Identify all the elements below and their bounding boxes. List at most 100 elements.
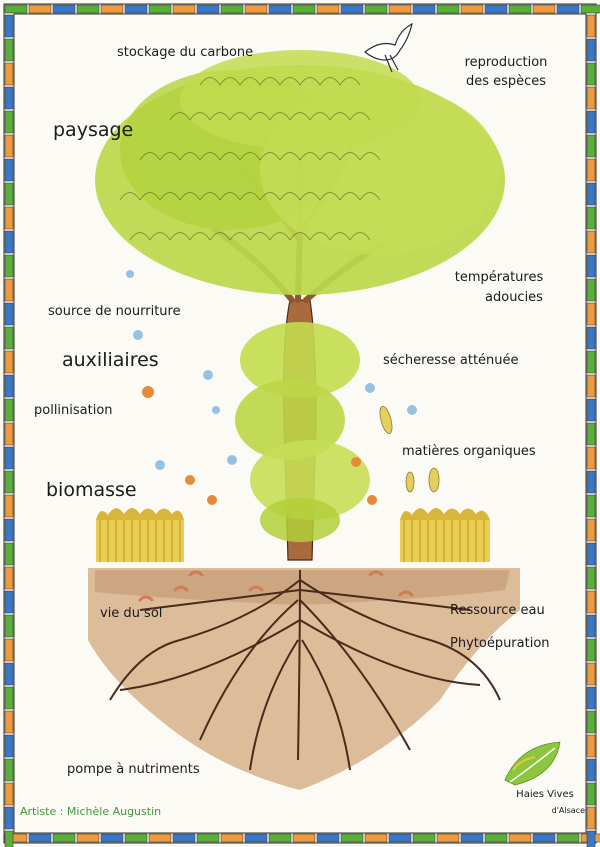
border-segment <box>340 833 364 843</box>
border-segment <box>364 4 388 14</box>
border-segment <box>4 422 14 446</box>
border-segment <box>586 686 596 710</box>
border-segment <box>172 4 196 14</box>
border-segment <box>586 566 596 590</box>
border-segment <box>586 614 596 638</box>
border-segment <box>4 62 14 86</box>
border-segment <box>4 398 14 422</box>
border-segment <box>586 446 596 470</box>
border-segment <box>586 734 596 758</box>
border-segment <box>28 833 52 843</box>
border-segment <box>4 734 14 758</box>
border-segment <box>586 638 596 662</box>
border-segment <box>4 590 14 614</box>
border-segment <box>4 158 14 182</box>
border-segment <box>4 830 14 847</box>
border-segment <box>586 110 596 134</box>
border-segment <box>196 4 220 14</box>
border-segment <box>586 278 596 302</box>
border-segment <box>4 110 14 134</box>
border-segment <box>148 833 172 843</box>
logo-name: Haies Vives <box>516 789 574 800</box>
border-segment <box>4 758 14 782</box>
border-segment <box>76 833 100 843</box>
border-segment <box>4 86 14 110</box>
logo-subtitle: d'Alsace <box>551 806 585 815</box>
border-segment <box>4 518 14 542</box>
border-segment <box>364 833 388 843</box>
label-source-nourriture: source de nourriture <box>48 304 181 319</box>
border-segment <box>4 302 14 326</box>
border-segment <box>586 86 596 110</box>
border-segment <box>436 833 460 843</box>
border-segment <box>4 182 14 206</box>
border-segment <box>4 614 14 638</box>
hedge-shrub <box>235 322 370 542</box>
border-segment <box>4 254 14 278</box>
border-segment <box>4 350 14 374</box>
border-segment <box>556 833 580 843</box>
label-temperatures: températures adoucies <box>446 270 552 305</box>
border-segment <box>586 518 596 542</box>
border-segment <box>586 350 596 374</box>
label-temperatures-line1: températures <box>454 270 544 285</box>
border-segment <box>460 4 484 14</box>
label-stockage-carbone: stockage du carbone <box>117 45 254 60</box>
falling-leaves <box>379 406 440 493</box>
border-segment <box>4 38 14 62</box>
border-segment <box>124 833 148 843</box>
border-segment <box>586 830 596 847</box>
border-segment <box>586 158 596 182</box>
bird-illustration <box>364 22 413 73</box>
label-temperatures-line2: adoucies <box>485 290 543 305</box>
border-segment <box>4 470 14 494</box>
border-segment <box>586 206 596 230</box>
border-segment <box>586 542 596 566</box>
artist-credit: Artiste : Michèle Augustin <box>20 805 162 818</box>
border-segment <box>4 374 14 398</box>
border-segment <box>4 566 14 590</box>
border-segment <box>586 470 596 494</box>
border-segment <box>4 638 14 662</box>
border-segment <box>586 374 596 398</box>
border-segment <box>4 806 14 830</box>
border-segment <box>586 590 596 614</box>
border-segment <box>532 4 556 14</box>
border-segment <box>52 833 76 843</box>
label-reproduction: reproduction des espèces <box>458 55 554 89</box>
border-segment <box>172 833 196 843</box>
border-segment <box>484 833 508 843</box>
border-segment <box>412 833 436 843</box>
border-segment <box>124 4 148 14</box>
border-segment <box>4 542 14 566</box>
border-segment <box>586 302 596 326</box>
border-segment <box>412 4 436 14</box>
earthworms <box>138 570 414 602</box>
border-segment <box>196 833 220 843</box>
label-reproduction-line2: des espèces <box>465 74 547 89</box>
border-segment <box>4 326 14 350</box>
border-segment <box>4 206 14 230</box>
border-segment <box>586 62 596 86</box>
border-segment <box>316 4 340 14</box>
border-segment <box>76 4 100 14</box>
wheat-right <box>400 508 490 562</box>
label-secheresse: sécheresse atténuée <box>383 353 519 368</box>
border-segment <box>460 833 484 843</box>
border-segment <box>4 134 14 158</box>
label-matieres-organiques: matières organiques <box>402 444 536 459</box>
border-segment <box>586 182 596 206</box>
border-segment <box>586 14 596 38</box>
border-segment <box>586 326 596 350</box>
label-pollinisation: pollinisation <box>34 403 113 418</box>
label-vie-du-sol: vie du sol <box>100 606 163 621</box>
border-segment <box>586 254 596 278</box>
border-segment <box>4 230 14 254</box>
border-segment <box>244 4 268 14</box>
border-segment <box>28 4 52 14</box>
border-segment <box>340 4 364 14</box>
border-segment <box>580 4 600 14</box>
border-segment <box>4 686 14 710</box>
border-segment <box>4 446 14 470</box>
